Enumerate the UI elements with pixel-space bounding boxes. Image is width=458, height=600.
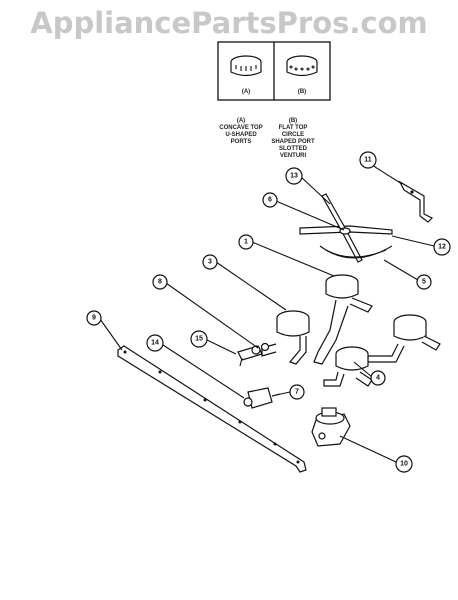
svg-text:11: 11 xyxy=(364,157,372,164)
callout-9: 9 xyxy=(86,310,102,326)
callout-4: 4 xyxy=(370,370,386,386)
callout-10: 10 xyxy=(395,455,413,473)
svg-text:SHAPED PORT: SHAPED PORT xyxy=(271,139,315,145)
burner-3-part xyxy=(261,310,310,365)
main-burner-part xyxy=(313,274,373,365)
callout-13: 13 xyxy=(285,167,303,185)
svg-text:(A): (A) xyxy=(237,118,245,124)
callout-15: 15 xyxy=(190,330,208,348)
manifold-bar-part xyxy=(117,345,307,473)
burner-4-part xyxy=(323,346,373,387)
svg-text:SLOTTED: SLOTTED xyxy=(279,146,308,152)
callout-11: 11 xyxy=(359,151,377,169)
svg-text:15: 15 xyxy=(195,336,203,343)
caption-b: (B) FLAT TOP CIRCLE SHAPED PORT SLOTTED … xyxy=(271,118,315,159)
svg-text:8: 8 xyxy=(158,279,162,286)
cap-b-icon xyxy=(286,55,318,77)
svg-text:13: 13 xyxy=(290,173,298,180)
svg-text:FLAT TOP: FLAT TOP xyxy=(279,125,308,131)
burner-cap-inset: (A) (B) xyxy=(217,41,331,101)
svg-text:9: 9 xyxy=(92,315,96,322)
panel-a-label: (A) xyxy=(242,89,250,95)
caption-a: (A) CONCAVE TOP U-SHAPED PORTS xyxy=(219,118,262,145)
cap-a-icon xyxy=(230,55,262,77)
spreader-cross-part xyxy=(299,193,393,263)
callout-7: 7 xyxy=(289,384,305,400)
callout-1: 1 xyxy=(238,234,254,250)
svg-text:5: 5 xyxy=(422,279,426,286)
svg-text:U-SHAPED: U-SHAPED xyxy=(225,132,257,138)
callout-5: 5 xyxy=(416,274,432,290)
svg-text:PORTS: PORTS xyxy=(231,139,252,145)
svg-text:10: 10 xyxy=(400,461,408,468)
bracket-part xyxy=(398,180,434,223)
svg-text:(B): (B) xyxy=(289,118,297,124)
right-burner-part xyxy=(367,314,441,363)
callout-12: 12 xyxy=(433,238,451,256)
svg-text:14: 14 xyxy=(151,340,159,347)
panel-b-label: (B) xyxy=(298,89,306,95)
callout-14: 14 xyxy=(146,334,164,352)
svg-text:6: 6 xyxy=(268,197,272,204)
svg-text:1: 1 xyxy=(244,239,248,246)
regulator-part xyxy=(311,407,351,447)
valve-part xyxy=(243,387,281,409)
svg-text:VENTURI: VENTURI xyxy=(280,153,307,159)
callout-3: 3 xyxy=(202,254,218,270)
watermark: AppliancePartsPros.com xyxy=(30,6,428,40)
svg-text:12: 12 xyxy=(438,244,446,251)
svg-text:CIRCLE: CIRCLE xyxy=(282,132,304,138)
svg-text:4: 4 xyxy=(376,375,380,382)
callout-6: 6 xyxy=(262,192,278,208)
callout-8: 8 xyxy=(152,274,168,290)
svg-text:7: 7 xyxy=(295,389,299,396)
svg-text:CONCAVE TOP: CONCAVE TOP xyxy=(219,125,262,131)
svg-text:3: 3 xyxy=(208,259,212,266)
